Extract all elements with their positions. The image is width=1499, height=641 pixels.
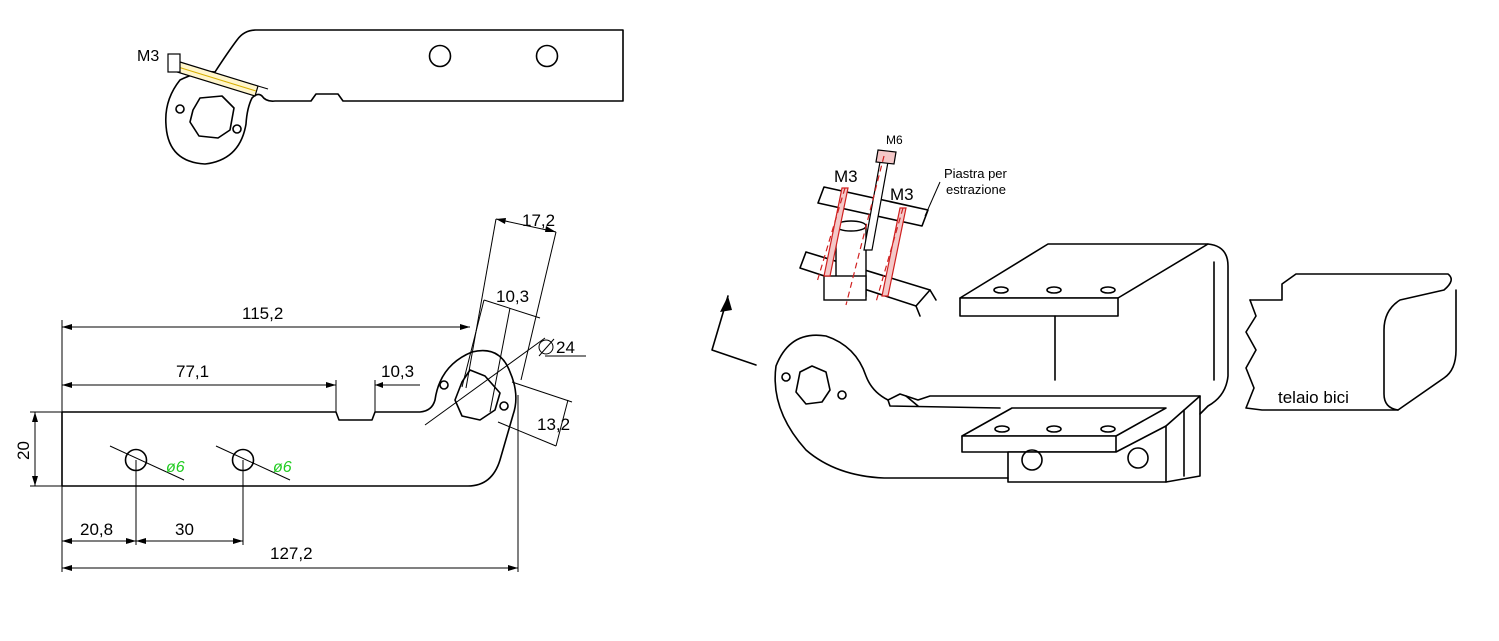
dim-20: 20 — [14, 441, 33, 460]
hole-diameter-a: ø6 — [166, 459, 185, 476]
dim-10-3-arm: 10,3 — [496, 287, 529, 306]
extraction-plate-tool — [799, 149, 941, 317]
plate-label-line1: Piastra per — [944, 166, 1008, 181]
dim-13-2: 13,2 — [537, 415, 570, 434]
bike-frame-tube — [1245, 273, 1457, 411]
m3-label-side: M3 — [137, 48, 159, 65]
dim-17-2: 17,2 — [522, 211, 555, 230]
plate-label-line2: estrazione — [946, 182, 1006, 197]
dim-127-2: 127,2 — [270, 544, 313, 563]
dim-diameter-24: 24 — [556, 338, 575, 357]
dim-20-8: 20,8 — [80, 520, 113, 539]
m3-label-left: M3 — [834, 167, 858, 186]
dim-30: 30 — [175, 520, 194, 539]
dim-115-2: 115,2 — [242, 304, 283, 323]
m6-label: M6 — [886, 133, 903, 147]
arm-plan-view: 115,2 77,1 10,3 17,2 10,3 24 1 — [14, 211, 586, 572]
isometric-assembly: M6 M3 M3 Piastra per estrazione — [711, 133, 1457, 483]
arm-side-view: M3 — [137, 29, 624, 165]
dim-10-3-slot: 10,3 — [381, 362, 414, 381]
m3-label-right: M3 — [890, 185, 914, 204]
bike-frame-label: telaio bici — [1278, 388, 1349, 407]
hole-diameter-b: ø6 — [273, 459, 292, 476]
bracket-body — [774, 243, 1229, 483]
dim-77-1: 77,1 — [176, 362, 209, 381]
m3-bolt-side — [167, 53, 269, 97]
